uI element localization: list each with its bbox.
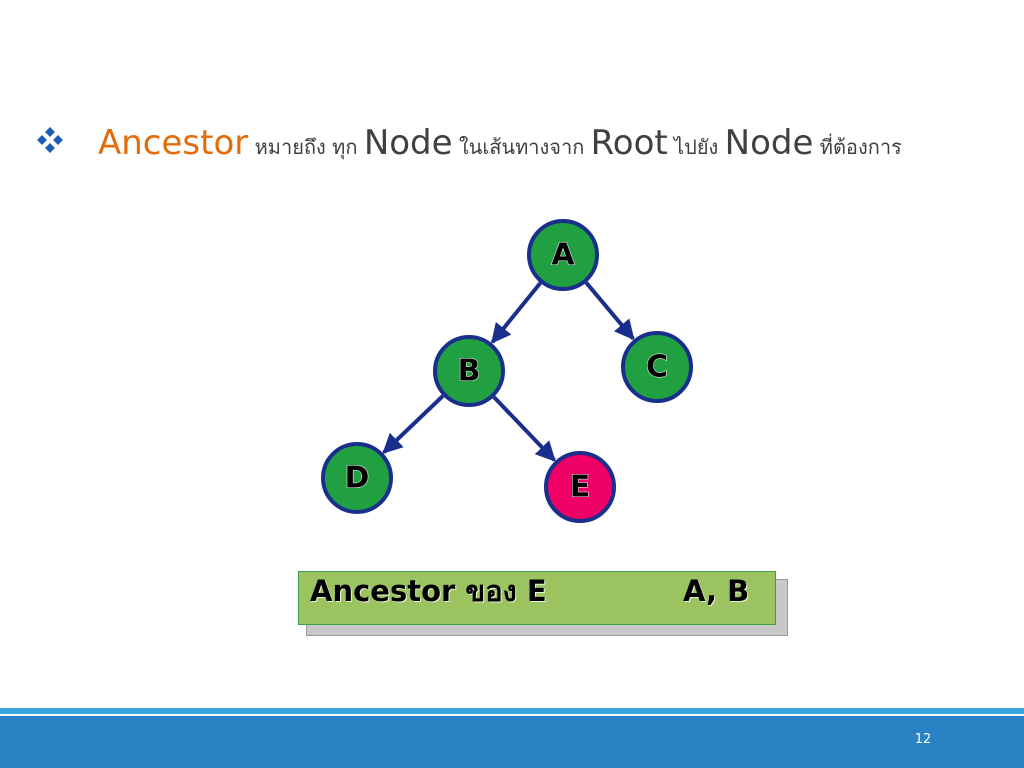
- definition-text: Ancestor หมายถึง ทุก Node ในเส้นทางจาก R…: [98, 118, 976, 172]
- node-circle-c: [621, 331, 693, 403]
- definition-part-4: ที่ต้องการ: [813, 135, 902, 159]
- ancestor-answer-value: A, B: [683, 574, 750, 608]
- tree-edges: [382, 281, 635, 462]
- tree-nodes: A B C D E: [321, 219, 693, 523]
- tree-node-b: B: [433, 335, 505, 407]
- node-circle-b: [433, 335, 505, 407]
- node-circle-a: [527, 219, 599, 291]
- diamond-bullet-icon: [37, 127, 63, 153]
- edge-b-d: [382, 394, 445, 454]
- tree-node-e: E: [544, 451, 616, 523]
- edge-a-b: [490, 281, 542, 344]
- word-root: Root: [590, 123, 668, 163]
- word-node-1: Node: [363, 123, 453, 163]
- word-node-2: Node: [724, 123, 814, 163]
- tree-diagram: A B C D E: [321, 219, 693, 523]
- footer-bar: 12: [0, 716, 1024, 768]
- tree-node-c: C: [621, 331, 693, 403]
- definition-part-2: ในเส้นทางจาก: [452, 135, 591, 159]
- node-circle-d: [321, 442, 393, 514]
- bullet-point: Ancestor หมายถึง ทุก Node ในเส้นทางจาก R…: [36, 118, 976, 172]
- node-label-b: B: [458, 354, 481, 389]
- node-label-e: E: [570, 470, 591, 505]
- node-label-d: D: [345, 461, 370, 496]
- edge-b-e: [492, 395, 556, 462]
- ancestor-question-label: Ancestor ของ E: [310, 574, 547, 608]
- tree-node-d: D: [321, 442, 393, 514]
- node-label-c: C: [646, 350, 668, 385]
- term-ancestor: Ancestor: [98, 123, 249, 163]
- definition-part-3: ไปยัง: [667, 135, 725, 159]
- footer-accent-line: [0, 708, 1024, 714]
- node-label-a: A: [551, 238, 575, 273]
- page-number: 12: [914, 732, 932, 747]
- node-circle-e: [544, 451, 616, 523]
- definition-part-1: หมายถึง ทุก: [248, 135, 364, 159]
- tree-node-a: A: [527, 219, 599, 291]
- ancestor-answer-box: Ancestor ของ E A, B: [298, 571, 776, 625]
- edge-a-c: [584, 281, 635, 341]
